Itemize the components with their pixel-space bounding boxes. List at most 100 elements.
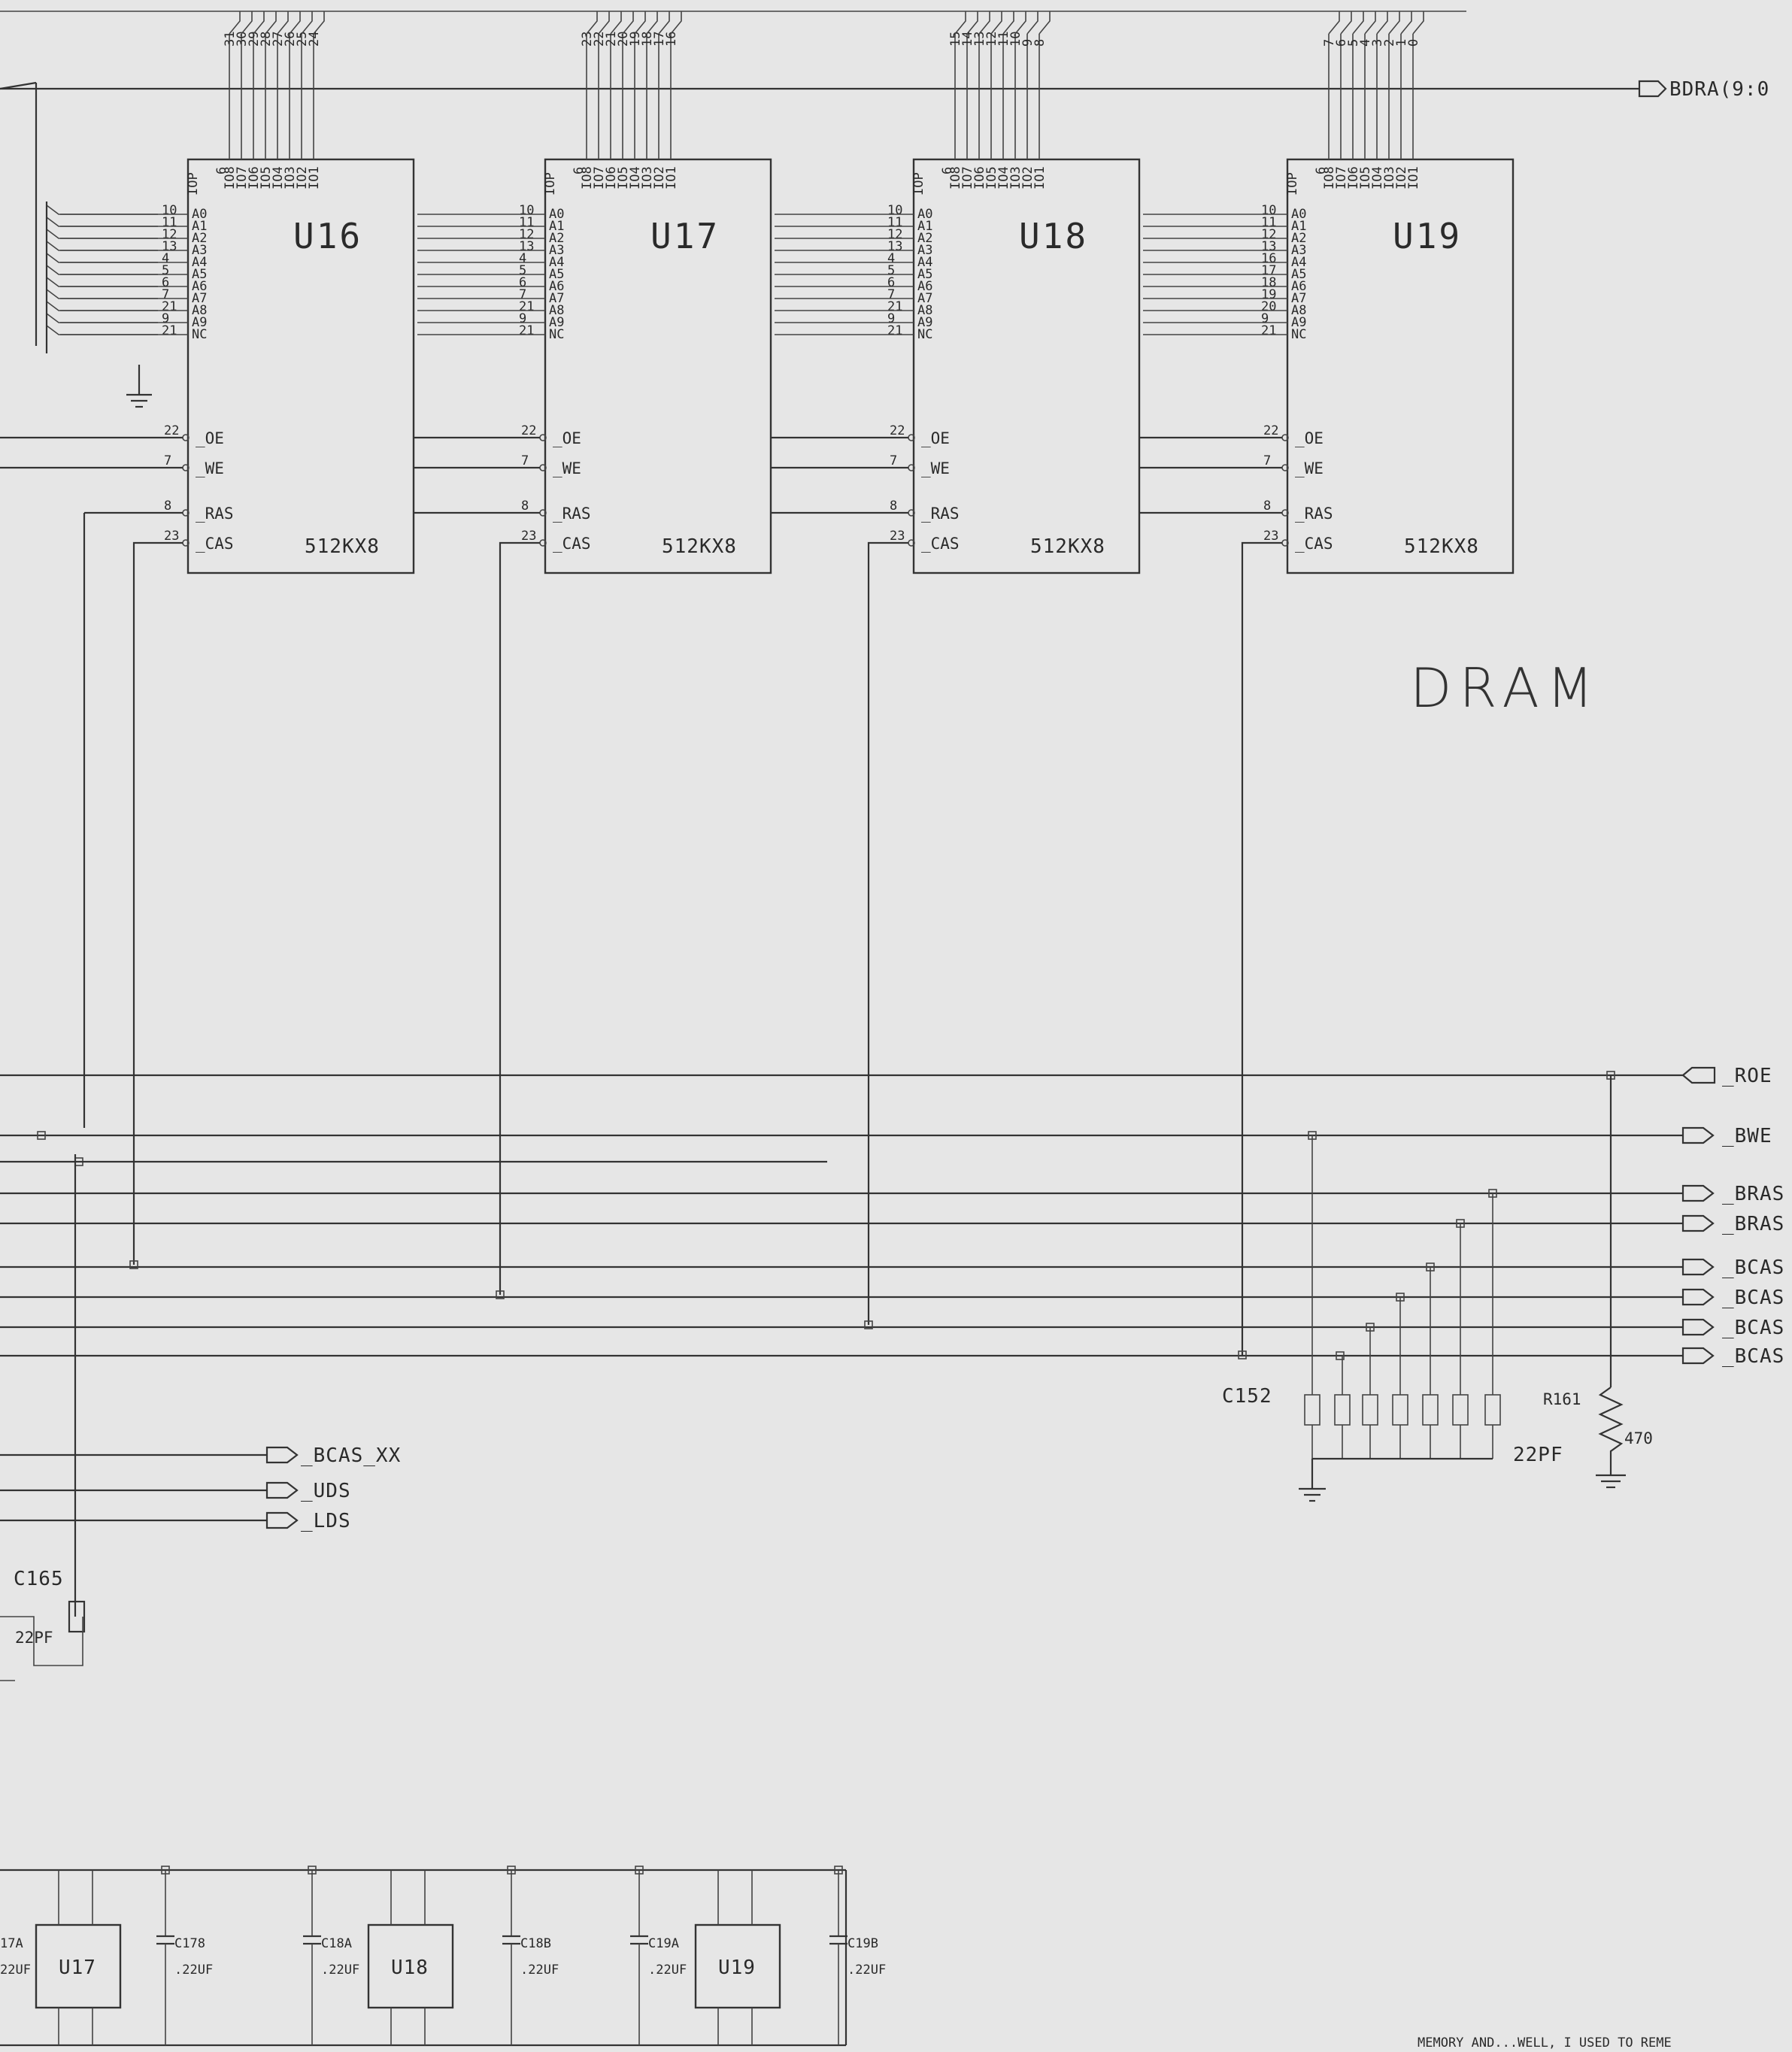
addr-label: A8 [917, 303, 932, 318]
addr-label: A9 [1291, 315, 1306, 330]
ground-symbol [126, 365, 152, 408]
section-title: DRAM [1410, 656, 1601, 720]
io-label: IO7 [960, 166, 975, 189]
io-label: IO8 [223, 166, 238, 189]
data-pin-number: 22 [592, 32, 607, 47]
data-pin-number: 4 [1358, 39, 1373, 47]
addr-label: A3 [549, 243, 564, 258]
input-arrow-icon [1681, 1066, 1716, 1084]
bus-entry [1388, 11, 1400, 35]
addr-pin-number: 5 [519, 263, 526, 278]
data-pin-number: 10 [1008, 32, 1023, 47]
signal-label: _BRAS [1722, 1183, 1784, 1205]
addr-label: A2 [549, 231, 564, 246]
ctrl-label: _RAS [196, 505, 234, 523]
r161-value: 470 [1624, 1429, 1653, 1447]
data-pin-number: 5 [1346, 39, 1361, 47]
ctrl-pin-number: 23 [1263, 529, 1278, 544]
cas-drop-wire [867, 541, 908, 1325]
io-label: IO8 [948, 166, 963, 189]
data-pin-number: 19 [628, 32, 643, 47]
data-pin-number: 21 [604, 32, 619, 47]
addr-pin-number: 21 [887, 323, 902, 338]
cap-ref: C19A [648, 1936, 679, 1951]
data-pin-number: 30 [235, 32, 250, 47]
junction [834, 1866, 843, 1875]
iop-label: IOP [186, 172, 201, 196]
addr-label: A7 [549, 291, 564, 306]
data-pin-number: 13 [972, 32, 987, 47]
addr-pin-number: 9 [1261, 311, 1269, 326]
bus-entry [1412, 11, 1424, 35]
bottom-chip [35, 1923, 122, 2009]
data-pin-number: 16 [664, 32, 679, 47]
addr-label: A6 [549, 279, 564, 294]
bus-entry [1039, 11, 1051, 35]
addr-label: A9 [192, 315, 207, 330]
r161-resistor [1596, 1075, 1626, 1489]
bus-entry [277, 11, 289, 35]
ctrl-label: _WE [921, 459, 950, 477]
addr-pin-number: 5 [887, 263, 895, 278]
junction [37, 1131, 46, 1140]
addr-label: A0 [917, 207, 932, 222]
io-label: IO3 [640, 166, 655, 189]
addr-label: A7 [917, 291, 932, 306]
output-arrow-icon [1681, 1288, 1715, 1306]
addr-pin-number: 21 [1261, 323, 1276, 338]
signal-label: _BRAS [1722, 1213, 1784, 1235]
iop-pin: 6 [940, 167, 955, 174]
addr-label: A6 [1291, 279, 1306, 294]
cap-value: .22UF [520, 1963, 559, 1978]
bus-entry [598, 11, 610, 35]
addr-label: A5 [917, 267, 932, 282]
addr-pin-number: 9 [519, 311, 526, 326]
data-pin-number: 18 [640, 32, 655, 47]
output-arrow-icon [1681, 1126, 1715, 1144]
addr-label: A5 [1291, 267, 1306, 282]
cap-body [1422, 1394, 1439, 1426]
io-label: IO4 [1370, 166, 1385, 189]
cap-value: .22UF [648, 1963, 687, 1978]
ctrl-pin-number: 8 [521, 499, 529, 514]
chip-body [186, 158, 415, 574]
io-label: IO7 [592, 166, 607, 189]
io-label: IO8 [1322, 166, 1337, 189]
addr-pin-number: 5 [162, 263, 169, 278]
cap-body [1484, 1394, 1501, 1426]
iop-label: IOP [1285, 172, 1300, 196]
addr-pin-number: 21 [162, 323, 177, 338]
cap-value: .22UF [321, 1963, 359, 1978]
ctrl-pin-number: 23 [521, 529, 536, 544]
io-label: IO5 [259, 166, 274, 189]
bus-entry [954, 11, 966, 35]
addr-label: A8 [549, 303, 564, 318]
cap-body [1452, 1394, 1469, 1426]
data-pin-number: 14 [960, 32, 975, 47]
addr-pin-number: 6 [162, 275, 169, 290]
data-pin-number: 28 [259, 32, 274, 47]
cap-value: .22UF [847, 1963, 886, 1978]
bus-entry [313, 11, 325, 35]
addr-pin-number: 4 [162, 251, 169, 266]
data-pin-number: 3 [1370, 39, 1385, 47]
addr-pin-number: 6 [519, 275, 526, 290]
io-label: IO2 [1020, 166, 1035, 189]
addr-label: A2 [1291, 231, 1306, 246]
addr-label: A2 [917, 231, 932, 246]
addr-label: A6 [917, 279, 932, 294]
io-label: IO2 [1394, 166, 1409, 189]
addr-label: A4 [1291, 255, 1306, 270]
bus-arrow-icon [1638, 80, 1667, 98]
data-pin-number: 7 [1322, 39, 1337, 47]
addr-label: A4 [917, 255, 932, 270]
data-pin-number: 17 [652, 32, 667, 47]
addr-label: A3 [192, 243, 207, 258]
ctrl-pin-number: 23 [164, 529, 179, 544]
addr-label: A0 [192, 207, 207, 222]
chip-part: 512KX8 [305, 535, 380, 558]
signal-label: _BCAS [1722, 1256, 1784, 1279]
iop-label: IOP [543, 172, 558, 196]
ctrl-label: _RAS [553, 505, 591, 523]
io-label: IO8 [580, 166, 595, 189]
